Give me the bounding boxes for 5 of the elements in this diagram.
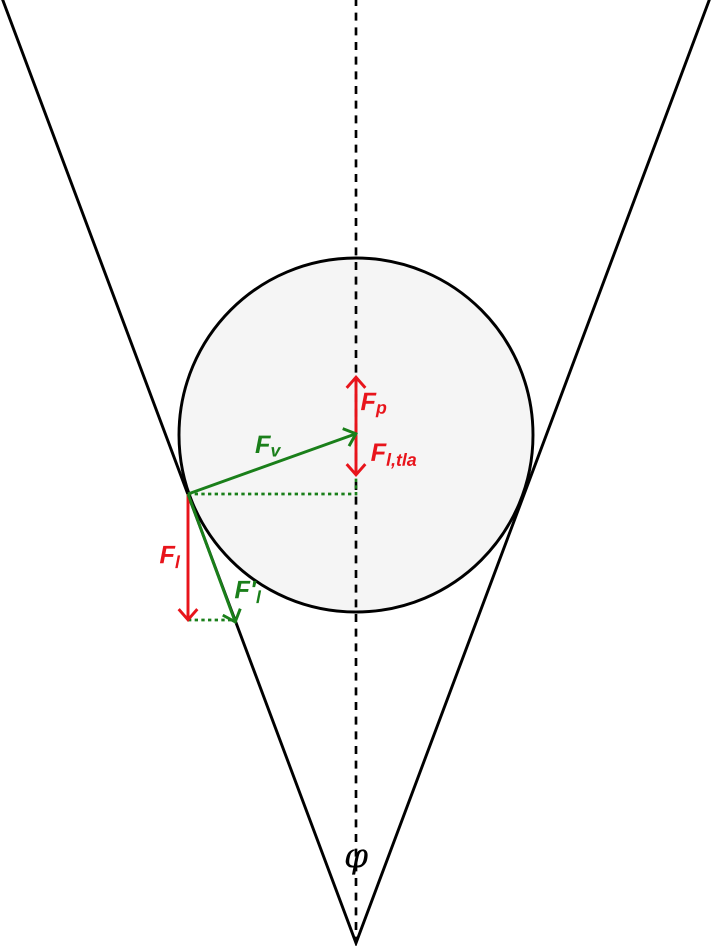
- force-label: F$_{p}$: [360, 392, 386, 418]
- force-label: F$_{v}$: [255, 436, 282, 456]
- force-label: F'$_{l}$: [234, 580, 262, 604]
- force-label: F$_{l}$: [160, 546, 180, 568]
- force-label: F$_{l,tla}$: [371, 443, 416, 469]
